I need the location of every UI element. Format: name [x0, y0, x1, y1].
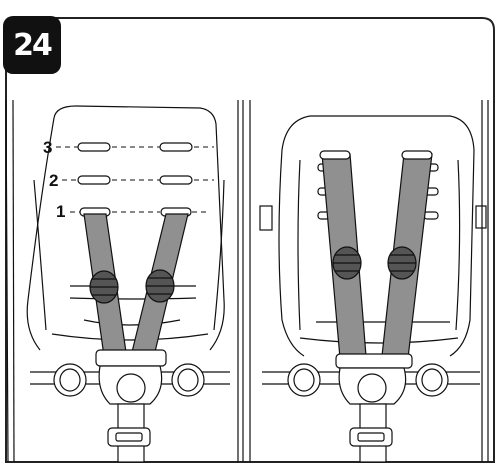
slot-label-1: 1	[56, 202, 66, 221]
step-number: 24	[13, 27, 53, 63]
slot-label-3: 3	[43, 138, 53, 157]
strap-adjuster-icon	[332, 246, 362, 280]
right-straps	[319, 150, 433, 359]
left-straps	[83, 213, 189, 357]
right-panel	[249, 100, 489, 462]
left-panel	[5, 99, 244, 463]
strap-adjuster-icon	[89, 270, 119, 304]
slot-label-2: 2	[49, 171, 59, 190]
figure-frame	[5, 17, 495, 463]
right-buckle-assembly	[262, 353, 480, 463]
slot-guides	[56, 146, 214, 213]
strap-adjuster-icon	[387, 246, 417, 280]
left-buckle-assembly	[30, 349, 230, 463]
step-badge	[3, 16, 61, 74]
strap-adjuster-icon	[145, 269, 175, 303]
